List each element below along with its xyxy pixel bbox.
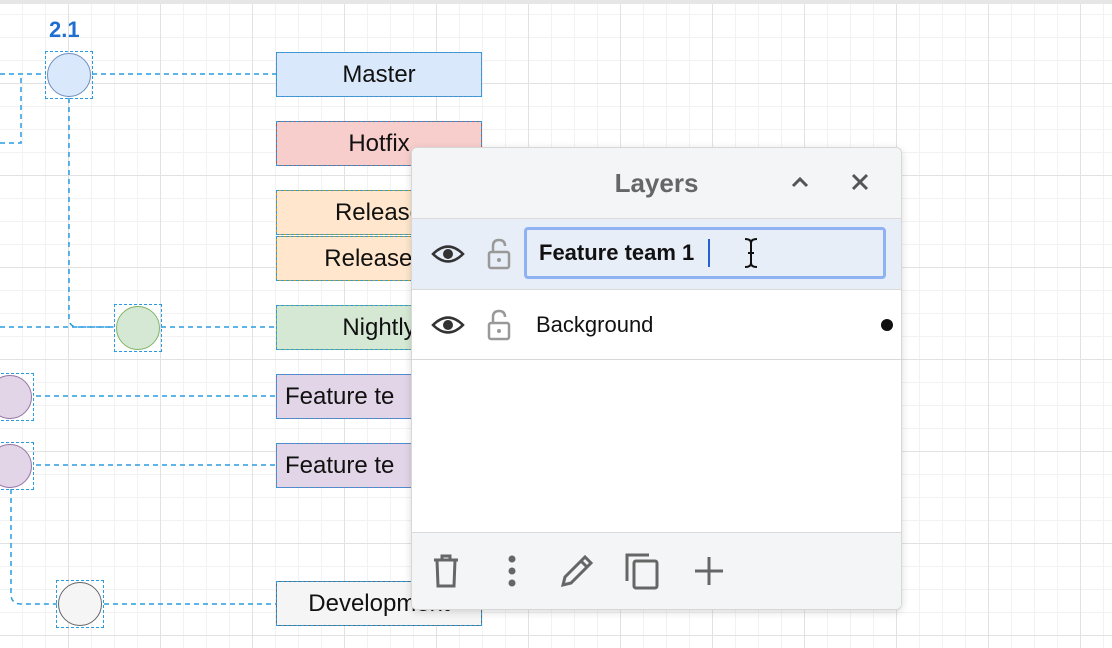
unlock-icon bbox=[487, 238, 511, 270]
connector-master-to-nightly bbox=[68, 98, 114, 328]
layer-row-background[interactable]: Background bbox=[412, 289, 901, 360]
visibility-toggle[interactable] bbox=[430, 236, 466, 272]
eye-icon bbox=[431, 245, 465, 263]
close-button[interactable] bbox=[842, 164, 878, 200]
plus-icon bbox=[695, 557, 723, 585]
text-caret bbox=[708, 239, 710, 267]
connector-dev bbox=[10, 489, 276, 605]
selection-outline bbox=[0, 442, 34, 490]
current-layer-indicator bbox=[881, 319, 893, 331]
more-options-button[interactable] bbox=[492, 551, 532, 591]
canvas-top-border bbox=[0, 0, 1112, 4]
layer-name: Background bbox=[536, 312, 654, 337]
branch-master[interactable]: Master bbox=[276, 52, 482, 97]
lock-toggle[interactable] bbox=[481, 236, 517, 272]
selection-outline bbox=[56, 580, 104, 628]
layer-name-input[interactable] bbox=[524, 227, 886, 279]
selection-outline bbox=[45, 51, 93, 99]
layers-panel-footer bbox=[412, 532, 901, 609]
close-icon bbox=[851, 173, 869, 191]
collapse-button[interactable] bbox=[782, 164, 818, 200]
selection-outline bbox=[0, 373, 34, 421]
visibility-toggle[interactable] bbox=[430, 307, 466, 343]
layers-panel: Layers Background bbox=[411, 147, 902, 610]
eye-icon bbox=[431, 316, 465, 334]
selection-outline bbox=[114, 304, 162, 352]
layers-panel-header: Layers bbox=[412, 148, 901, 218]
commit-node-master[interactable] bbox=[47, 53, 91, 97]
pencil-icon bbox=[560, 554, 594, 588]
layer-list-divider bbox=[412, 359, 901, 360]
chevron-up-icon bbox=[791, 176, 809, 188]
duplicate-icon bbox=[625, 553, 659, 590]
panel-title: Layers bbox=[614, 168, 699, 198]
more-vertical-icon bbox=[508, 555, 516, 587]
layer-row-feature-team-1[interactable] bbox=[412, 218, 901, 289]
commit-node-development[interactable] bbox=[58, 582, 102, 626]
add-layer-button[interactable] bbox=[689, 551, 729, 591]
trash-icon bbox=[434, 554, 458, 588]
text-cursor-icon bbox=[744, 238, 758, 268]
unlock-icon bbox=[487, 309, 511, 341]
duplicate-layer-button[interactable] bbox=[622, 551, 662, 591]
version-label[interactable]: 2.1 bbox=[49, 17, 80, 42]
commit-node-nightly[interactable] bbox=[116, 306, 160, 350]
rename-layer-button[interactable] bbox=[557, 551, 597, 591]
lock-toggle[interactable] bbox=[481, 307, 517, 343]
delete-layer-button[interactable] bbox=[426, 551, 466, 591]
connector-left-upper bbox=[0, 74, 22, 144]
